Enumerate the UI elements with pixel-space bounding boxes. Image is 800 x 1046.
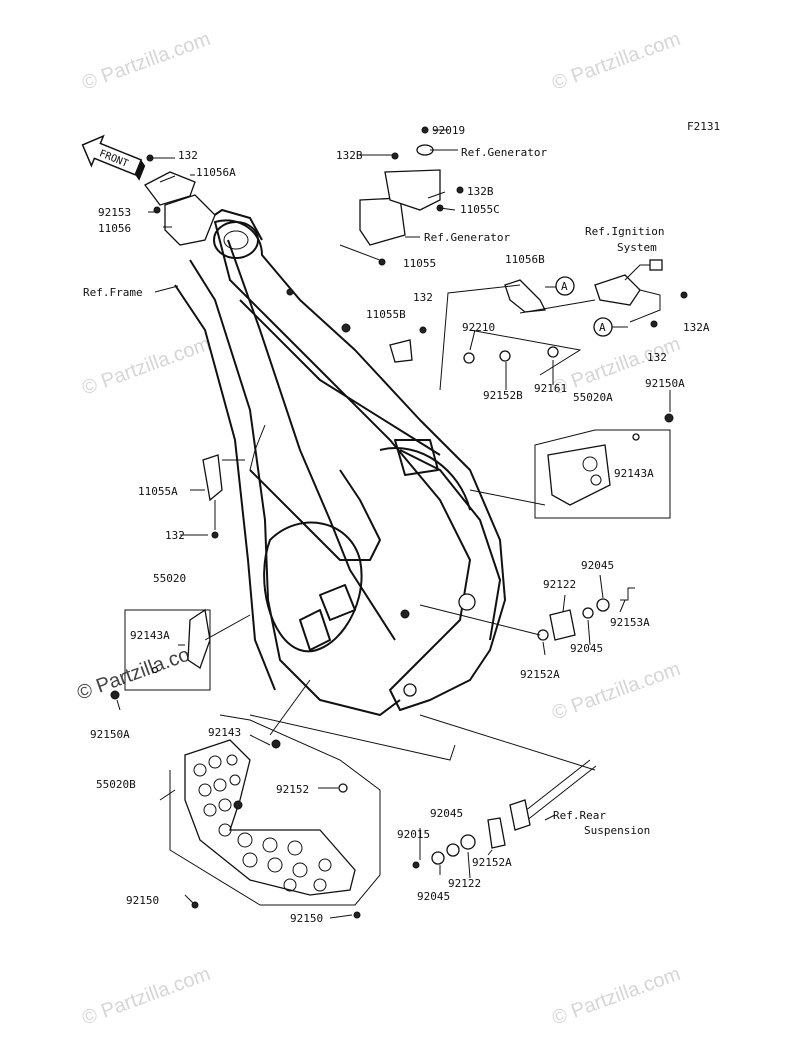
- label-ref-generator[interactable]: Ref.Generator: [461, 146, 547, 159]
- label-92152A[interactable]: 92152A: [520, 668, 560, 681]
- part-labels: 92019 132B Ref.Generator 132 11056A 132B…: [83, 124, 710, 925]
- ignition-group: A A: [504, 259, 688, 337]
- label-11055[interactable]: 11055: [403, 257, 436, 270]
- label-132[interactable]: 132: [178, 149, 198, 162]
- label-92150A[interactable]: 92150A: [90, 728, 130, 741]
- label-92153A[interactable]: 92153A: [610, 616, 650, 629]
- rear-suspension-hardware: [412, 714, 597, 869]
- label-ref-generator[interactable]: Ref.Generator: [424, 231, 510, 244]
- watermark: © Partzilla.com: [549, 658, 683, 725]
- label-132B[interactable]: 132B: [336, 149, 363, 162]
- watermark: © Partzilla.com: [79, 963, 213, 1030]
- label-92019[interactable]: 92019: [432, 124, 465, 137]
- label-132B[interactable]: 132B: [467, 185, 494, 198]
- label-92210[interactable]: 92210: [462, 321, 495, 334]
- label-92150A[interactable]: 92150A: [645, 377, 685, 390]
- generator-cover-group: [339, 126, 464, 266]
- label-11056B[interactable]: 11056B: [505, 253, 545, 266]
- midline-brackets: [389, 284, 582, 391]
- watermark: © Partzilla.com: [79, 333, 213, 400]
- watermark: © Partzilla.com: [79, 28, 213, 95]
- label-ref-ignition-system[interactable]: System: [617, 241, 657, 254]
- label-92152B[interactable]: 92152B: [483, 389, 523, 402]
- label-92045[interactable]: 92045: [430, 807, 463, 820]
- label-ref-frame[interactable]: Ref.Frame: [83, 286, 143, 299]
- main-frame-drawing: [174, 209, 506, 716]
- label-11056A[interactable]: 11056A: [196, 166, 236, 179]
- label-11055C[interactable]: 11055C: [460, 203, 500, 216]
- label-92045[interactable]: 92045: [570, 642, 603, 655]
- left-guard-55020: [110, 608, 251, 700]
- label-55020B[interactable]: 55020B: [96, 778, 136, 791]
- label-92143A[interactable]: 92143A: [130, 629, 170, 642]
- label-92122[interactable]: 92122: [448, 877, 481, 890]
- label-ref-rear[interactable]: Ref.Rear: [553, 809, 606, 822]
- front-arrow-icon: FRONT: [81, 134, 146, 181]
- label-ref-rear-suspension[interactable]: Suspension: [584, 824, 650, 837]
- label-132[interactable]: 132: [413, 291, 433, 304]
- label-92045[interactable]: 92045: [417, 890, 450, 903]
- label-11056[interactable]: 11056: [98, 222, 131, 235]
- leader-lines: [116, 175, 671, 919]
- left-brackets: [190, 454, 245, 539]
- right-guard-55020A: [469, 413, 674, 519]
- watermark: © Partzilla.com: [549, 963, 683, 1030]
- label-55020[interactable]: 55020: [153, 572, 186, 585]
- callout-a: A: [599, 321, 606, 334]
- label-11055A[interactable]: 11055A: [138, 485, 178, 498]
- label-92150[interactable]: 92150: [126, 894, 159, 907]
- label-92150[interactable]: 92150: [290, 912, 323, 925]
- watermark: © Partzilla.com: [549, 28, 683, 95]
- label-92015[interactable]: 92015: [397, 828, 430, 841]
- label-132[interactable]: 132: [165, 529, 185, 542]
- label-92122[interactable]: 92122: [543, 578, 576, 591]
- label-11055B[interactable]: 11055B: [366, 308, 406, 321]
- label-132[interactable]: 132: [647, 351, 667, 364]
- label-92161[interactable]: 92161: [534, 382, 567, 395]
- label-55020A[interactable]: 55020A: [573, 391, 613, 404]
- top-left-brackets: [144, 154, 216, 246]
- label-92153[interactable]: 92153: [98, 206, 131, 219]
- label-92045[interactable]: 92045: [581, 559, 614, 572]
- label-92152A[interactable]: 92152A: [472, 856, 512, 869]
- label-92143[interactable]: 92143: [208, 726, 241, 739]
- callout-a: A: [561, 280, 568, 293]
- label-92152[interactable]: 92152: [276, 783, 309, 796]
- label-92143A[interactable]: 92143A: [614, 467, 654, 480]
- figure-code: F2131: [687, 120, 720, 133]
- skid-plate-55020B: [169, 679, 456, 919]
- label-ref-ignition[interactable]: Ref.Ignition: [585, 225, 664, 238]
- label-132A[interactable]: 132A: [683, 321, 710, 334]
